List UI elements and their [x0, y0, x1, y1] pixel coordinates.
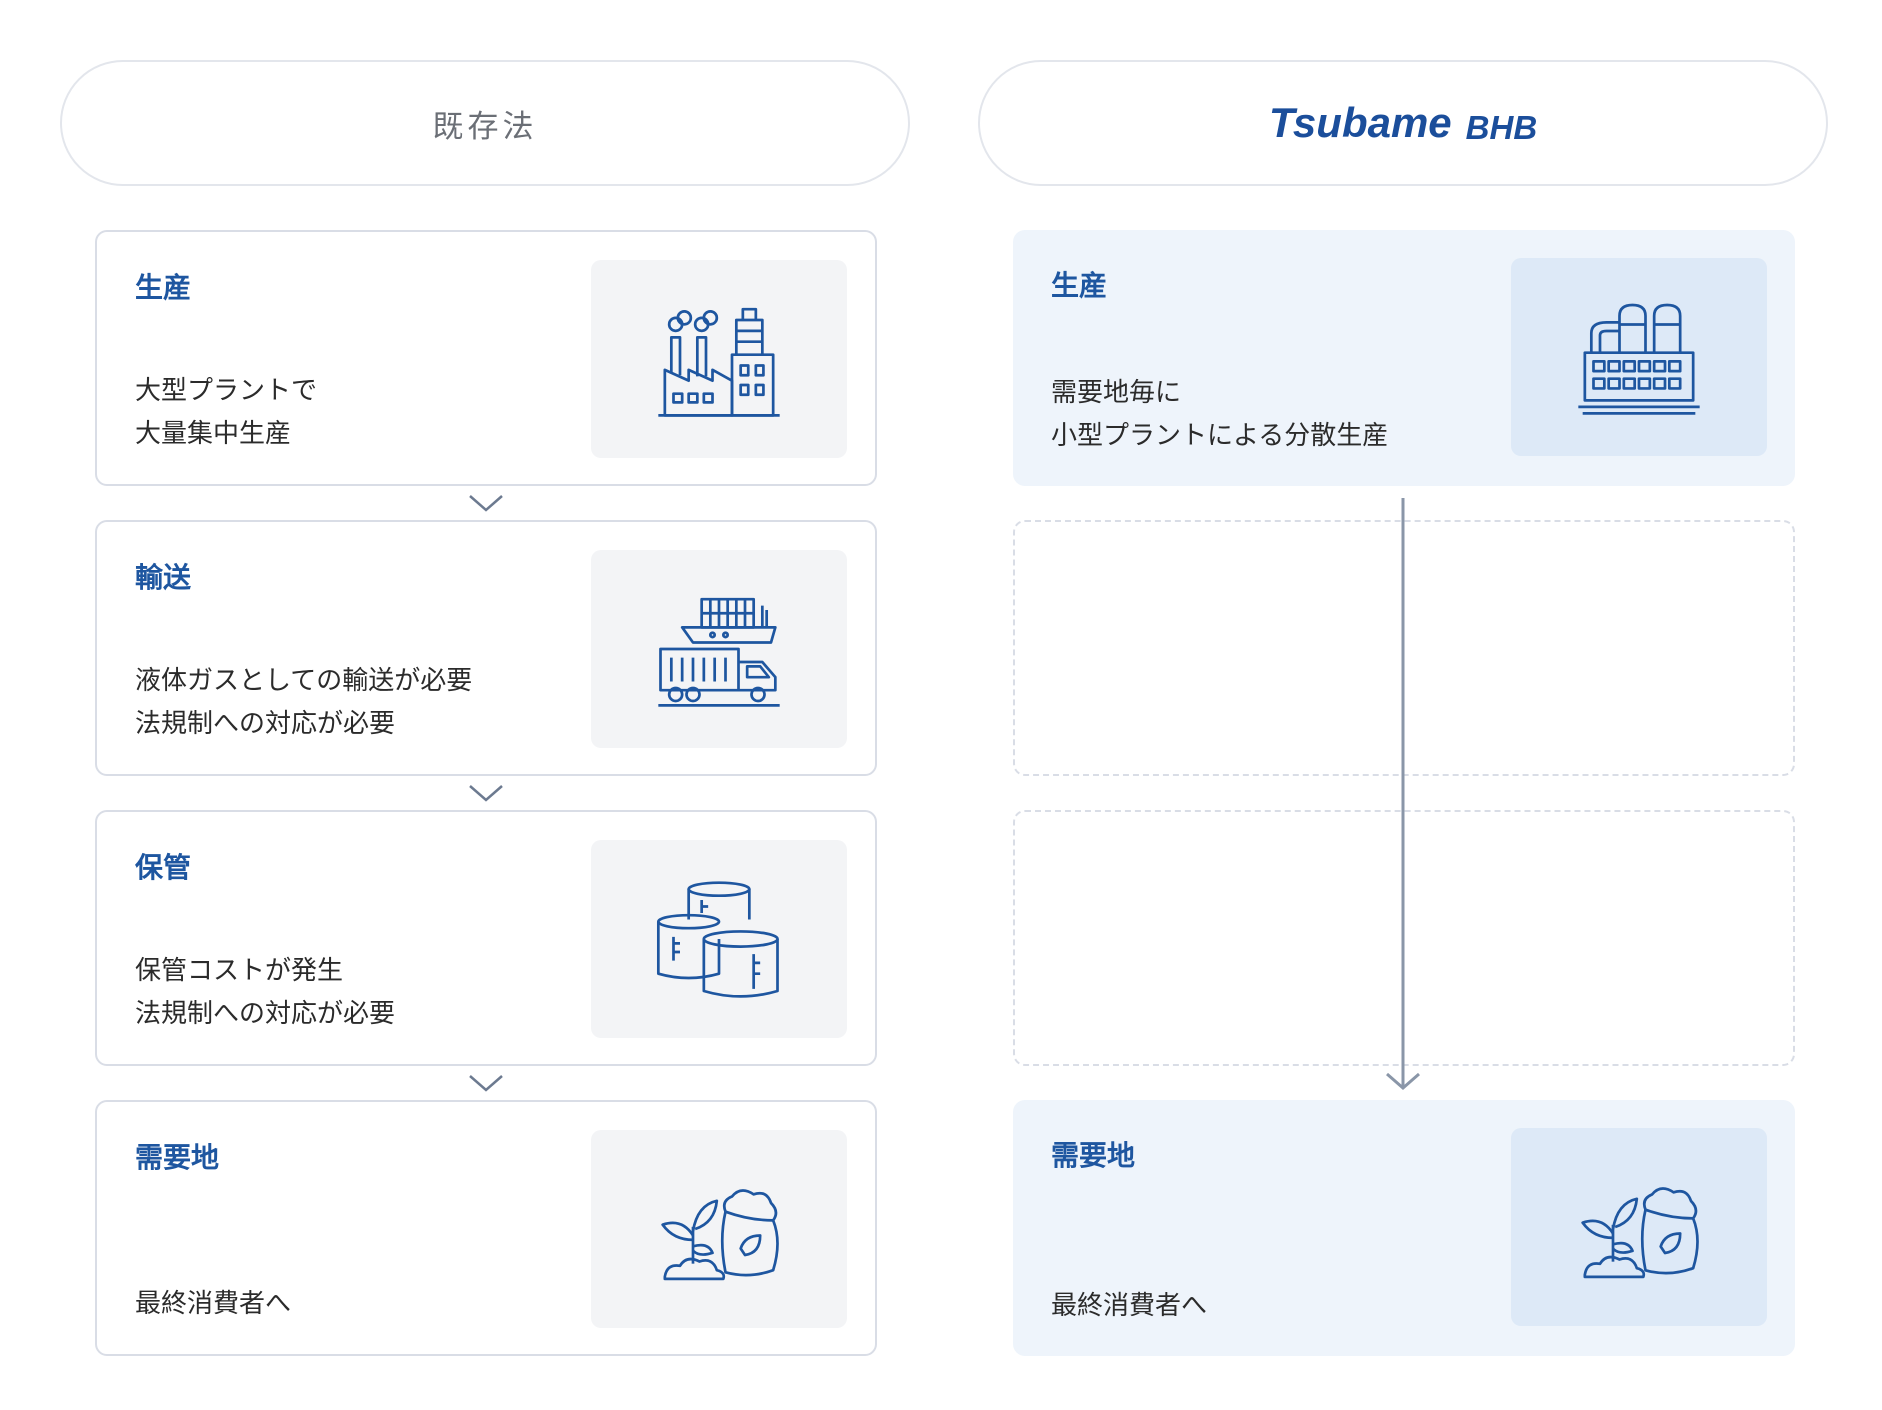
stage-title: 需要地 [1051, 1139, 1136, 1172]
desc-line: 大量集中生産 [135, 419, 292, 449]
left-stage-transport: 輸送 液体ガスとしての輸送が必要 法規制への対応が必要 [95, 520, 877, 776]
desc-line: 保管コストが発生 [135, 956, 344, 986]
stage-description: 保管コストが発生 法規制への対応が必要 [135, 950, 395, 1036]
stage-title: 輸送 [135, 561, 192, 594]
storage-tanks-icon [656, 881, 779, 998]
stage-title: 生産 [135, 271, 192, 304]
right-stage-production: 生産 需要地毎に 小型プラントによる分散生産 [1013, 230, 1795, 486]
chevron-down-icon [469, 785, 503, 802]
chevron-down-icon [469, 495, 503, 512]
right-stage-demand: 需要地 最終消費者へ [1013, 1100, 1795, 1356]
stage-description: 大型プラントで 大量集中生産 [135, 370, 317, 456]
tsubame-bhb-header: Tsubame BHB [978, 60, 1828, 186]
chevron-down-icon [469, 1075, 503, 1092]
logo-main-text: Tsubame [1268, 99, 1452, 146]
desc-line: 法規制への対応が必要 [135, 999, 396, 1029]
desc-line: 最終消費者へ [1051, 1291, 1208, 1321]
plant-fertilizer-icon [1581, 1187, 1699, 1279]
desc-line: 小型プラントによる分散生産 [1051, 421, 1389, 451]
desc-line: 大型プラントで [135, 376, 318, 406]
desc-line: 法規制への対応が必要 [135, 709, 396, 739]
desc-line: 需要地毎に [1051, 378, 1182, 408]
small-plant-icon [1578, 303, 1700, 415]
left-stage-storage: 保管 保管コストが発生 法規制への対応が必要 [95, 810, 877, 1066]
flow-line [1401, 498, 1405, 1088]
icon-box [1511, 1128, 1767, 1326]
plant-fertilizer-icon [661, 1189, 779, 1281]
logo-sub-text: BHB [1465, 109, 1538, 146]
desc-line: 液体ガスとしての輸送が必要 [135, 666, 473, 696]
stage-title: 需要地 [135, 1141, 220, 1174]
icon-box [591, 840, 847, 1038]
icon-box [591, 550, 847, 748]
stage-description: 需要地毎に 小型プラントによる分散生産 [1051, 372, 1388, 458]
icon-box [591, 260, 847, 458]
factory-icon [658, 307, 780, 417]
left-stage-demand: 需要地 最終消費者へ [95, 1100, 877, 1356]
arrow-down-icon [1386, 1072, 1420, 1090]
stage-description: 最終消費者へ [1051, 1285, 1207, 1328]
icon-box [1511, 258, 1767, 456]
icon-box [591, 1130, 847, 1328]
existing-method-label: 既存法 [432, 108, 538, 145]
stage-title: 保管 [135, 851, 192, 884]
left-stage-production: 生産 大型プラントで 大量集中生産 [95, 230, 877, 486]
ship-truck-icon [658, 597, 780, 707]
desc-line: 最終消費者へ [135, 1289, 292, 1319]
tsubame-bhb-logo: Tsubame BHB [1269, 99, 1537, 147]
existing-method-header: 既存法 [60, 60, 910, 186]
stage-description: 最終消費者へ [135, 1283, 291, 1326]
stage-title: 生産 [1051, 269, 1108, 302]
stage-description: 液体ガスとしての輸送が必要 法規制への対応が必要 [135, 660, 472, 746]
